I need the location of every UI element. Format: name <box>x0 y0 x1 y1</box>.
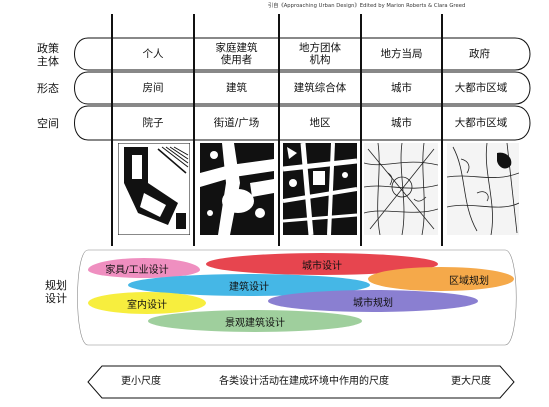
planning-label: 规划 设计 <box>45 279 67 305</box>
ellipse-urban-planning: 城市规划 <box>268 290 478 312</box>
cell-policy-1: 个人 <box>142 48 164 60</box>
ellipse-interior-design: 室内设计 <box>88 292 206 314</box>
row-label-space: 空间 <box>37 117 59 130</box>
cell-space-4: 城市 <box>391 117 412 129</box>
cell-space-1: 院子 <box>142 117 164 129</box>
cell-policy-5: 政府 <box>469 48 490 60</box>
cell-form-2: 建筑 <box>226 82 247 94</box>
row-band-form <box>74 71 531 105</box>
ellipse-label: 区域规划 <box>449 275 489 287</box>
cell-form-5: 大都市区域 <box>454 82 508 94</box>
ellipse-furniture-design: 家具/工业设计 <box>88 258 200 278</box>
ellipse-label: 景观建筑设计 <box>225 317 285 329</box>
cell-policy-3: 地方团体 机构 <box>299 42 341 66</box>
cell-policy-2: 家庭建筑 使用者 <box>215 42 258 66</box>
ellipse-regional-planning: 区域规划 <box>368 267 514 291</box>
cell-form-1: 房间 <box>142 82 164 94</box>
planning-band <box>77 249 517 346</box>
ellipse-label: 家具/工业设计 <box>105 264 169 276</box>
metro-region-plan-image <box>447 143 519 235</box>
row-label-policy: 政策 主体 <box>37 42 59 68</box>
cell-space-2: 街道/广场 <box>213 117 260 129</box>
row-band-space <box>74 105 531 141</box>
row-band-policy <box>74 37 531 71</box>
row-label-form: 形态 <box>37 82 59 95</box>
district-plan-image <box>283 143 357 235</box>
ellipse-architecture: 建筑设计 <box>128 274 370 296</box>
cell-space-5: 大都市区域 <box>454 117 508 129</box>
ellipse-label: 建筑设计 <box>229 281 269 293</box>
cell-form-3: 建筑综合体 <box>293 82 347 94</box>
courtyard-plan-image <box>118 143 190 235</box>
ellipse-label: 城市设计 <box>302 260 342 272</box>
ellipse-label: 室内设计 <box>127 299 167 311</box>
scale-center-label: 各类设计活动在建成环境中作用的尺度 <box>219 376 389 387</box>
ellipse-landscape-architecture: 景观建筑设计 <box>148 310 362 332</box>
street-square-plan-image <box>200 143 274 235</box>
scale-arrow <box>87 365 515 399</box>
ellipse-urban-design: 城市设计 <box>206 253 438 275</box>
cell-policy-4: 地方当局 <box>380 48 423 60</box>
scale-left-label: 更小尺度 <box>121 376 161 387</box>
cell-form-4: 城市 <box>391 82 412 94</box>
scale-right-label: 更大尺度 <box>451 376 491 387</box>
city-plan-image <box>364 143 438 235</box>
cell-space-3: 地区 <box>309 117 331 129</box>
ellipse-label: 城市规划 <box>353 297 393 309</box>
citation-text: 引自《Approaching Urban Design》Edited by Ma… <box>268 3 466 9</box>
